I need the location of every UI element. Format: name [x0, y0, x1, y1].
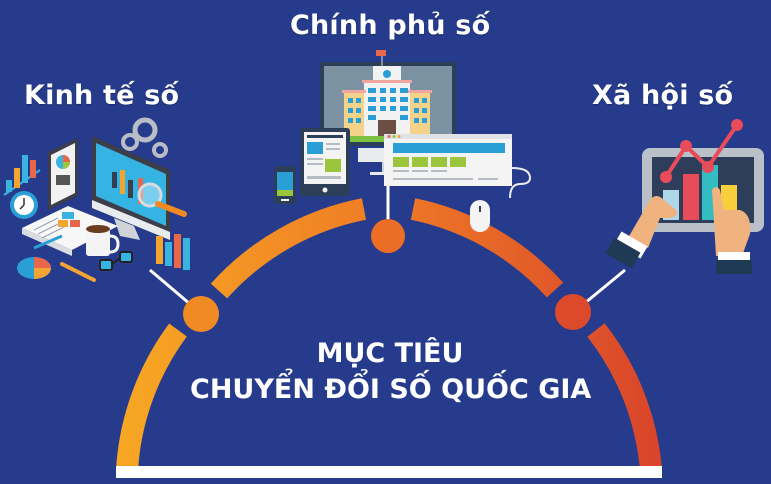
base-bar: [116, 466, 662, 478]
node-digital-government: [371, 219, 405, 253]
node-digital-society: [555, 294, 591, 330]
center-title-line1: MỤC TIÊU: [316, 338, 464, 369]
pillar-label-digital-government: Chính phủ số: [290, 10, 491, 41]
pillar-label-digital-economy: Kinh tế số: [24, 80, 180, 111]
center-title-line2: CHUYỂN ĐỔI SỐ QUỐC GIA: [190, 374, 592, 405]
business-analytics-illustration: [3, 117, 190, 282]
node-digital-economy: [183, 296, 219, 332]
tablet-chart-hands-illustration: [605, 119, 764, 274]
progress-arc: [116, 198, 662, 472]
government-building-devices-illustration: [274, 50, 532, 232]
connector-left: [149, 268, 191, 306]
connector-lines: [149, 186, 626, 306]
pillar-label-digital-society: Xã hội số: [592, 80, 734, 111]
connector-right: [584, 268, 626, 305]
